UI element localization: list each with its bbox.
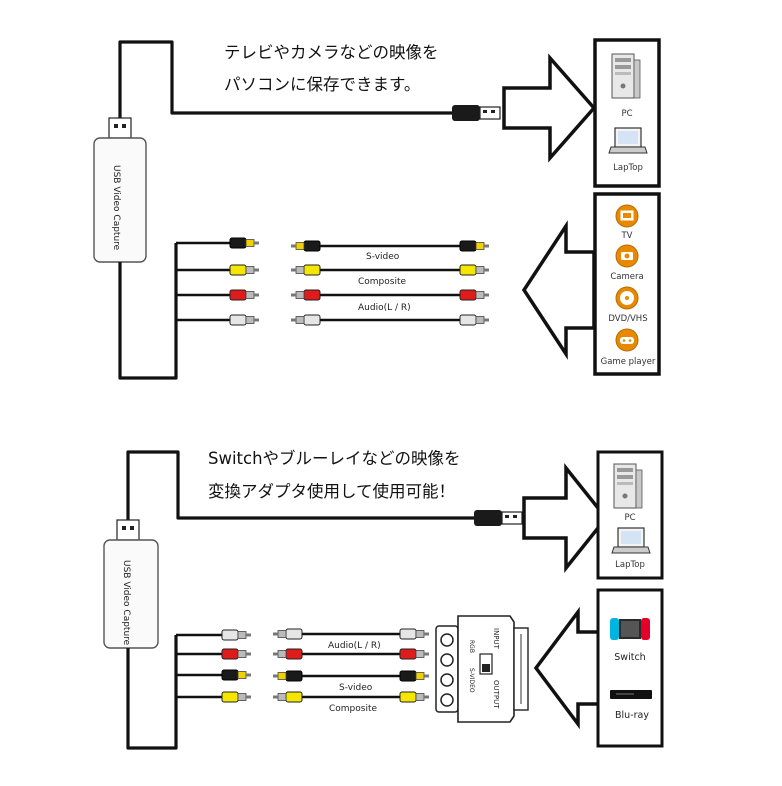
- pc-icon: [613, 463, 643, 509]
- game-player-icon: [615, 328, 639, 352]
- bottom-caption-line2: 変換アダプタ使用して使用可能！: [208, 482, 455, 501]
- adapter-svideo-label: S-VIDEO: [468, 668, 475, 693]
- top-target-laptop: LapTop: [613, 163, 643, 173]
- laptop-icon: [611, 527, 651, 554]
- dvd-icon: [615, 286, 639, 310]
- bottom-audio-r-cable: [272, 648, 430, 660]
- top-source-dvd-vhs: DVD/VHS: [608, 314, 647, 324]
- bottom-source-box: [596, 588, 664, 748]
- bottom-usb-cable: [126, 450, 474, 520]
- adapter-input-label: INPUT: [492, 628, 500, 650]
- top-target-box: [593, 38, 661, 188]
- top-composite-cable: [290, 264, 490, 276]
- top-caption-line1: テレビやカメラなどの映像を: [224, 43, 439, 62]
- bottom-composite-cable: [272, 691, 430, 703]
- top-usb-cable: [118, 40, 452, 118]
- top-diagram: テレビやカメラなどの映像を パソコンに保存できます。 USB Video Cap…: [93, 38, 661, 380]
- top-source-box: [593, 192, 661, 376]
- top-svideo-plug-left: [229, 237, 260, 249]
- bottom-source-bluray: Blu-ray: [615, 710, 649, 721]
- top-audio-r-cable: [290, 289, 490, 301]
- bottom-arrow-to-pc: [522, 463, 609, 573]
- camera-icon: [615, 244, 639, 268]
- bottom-audio-l-cable: [272, 628, 430, 640]
- top-target-pc: PC: [621, 109, 632, 119]
- top-device-label: USB Video Capture: [111, 165, 121, 251]
- top-audio-l-cable: [290, 314, 490, 326]
- bottom-svideo-cable: [272, 670, 430, 682]
- laptop-icon: [608, 127, 648, 154]
- top-usb-plug-up: [108, 117, 132, 139]
- top-source-camera: Camera: [610, 272, 643, 282]
- top-audio-l-plug-left: [229, 314, 260, 326]
- scart-adapter: INPUT OUTPUT RGB S-VIDEO: [435, 615, 529, 723]
- bottom-label-audio: Audio(L / R): [328, 641, 381, 651]
- top-audio-r-plug-left: [229, 289, 260, 301]
- top-arrow-to-pc: [502, 53, 597, 163]
- bottom-audio-l-plug-left: [221, 629, 252, 641]
- bottom-source-switch: Switch: [614, 652, 645, 663]
- top-usb-plug-right: [451, 104, 501, 122]
- top-composite-plug-left: [229, 264, 260, 276]
- top-arrow-from-sources: [521, 220, 596, 360]
- bottom-composite-plug-left: [221, 691, 252, 703]
- bottom-svideo-plug-left: [221, 669, 252, 681]
- top-label-audio: Audio(L / R): [358, 303, 411, 313]
- bottom-capture-device: [103, 539, 159, 649]
- top-svideo-cable: [290, 240, 490, 252]
- bottom-usb-plug-right: [473, 509, 523, 527]
- bottom-bundle-cable: [126, 635, 178, 750]
- pc-icon: [611, 53, 641, 99]
- bluray-player-icon: [610, 690, 652, 699]
- bottom-arrow-from-sources: [533, 606, 602, 730]
- bottom-audio-r-plug-left: [221, 648, 252, 660]
- bottom-diagram: Switchやブルーレイなどの映像を 変換アダプタ使用して使用可能！ USB V…: [103, 448, 664, 750]
- top-source-game-player: Game player: [601, 357, 656, 367]
- bottom-label-svideo: S-video: [339, 683, 373, 693]
- bottom-target-laptop: LapTop: [615, 560, 645, 570]
- bottom-device-label: USB Video Capture: [121, 560, 131, 646]
- switch-console-icon: [610, 618, 650, 640]
- adapter-output-label: OUTPUT: [492, 680, 500, 709]
- top-label-composite: Composite: [358, 277, 406, 287]
- tv-icon: [615, 204, 639, 228]
- bottom-target-pc: PC: [624, 513, 635, 523]
- top-source-tv: TV: [620, 231, 632, 241]
- adapter-rgb-label: RGB: [468, 640, 475, 653]
- top-bundle-cable: [118, 243, 178, 380]
- top-caption-line2: パソコンに保存できます。: [224, 75, 420, 94]
- top-label-svideo: S-video: [366, 252, 400, 262]
- bottom-caption-line1: Switchやブルーレイなどの映像を: [208, 448, 461, 468]
- bottom-usb-plug-up: [116, 519, 140, 541]
- bottom-label-composite: Composite: [329, 704, 377, 714]
